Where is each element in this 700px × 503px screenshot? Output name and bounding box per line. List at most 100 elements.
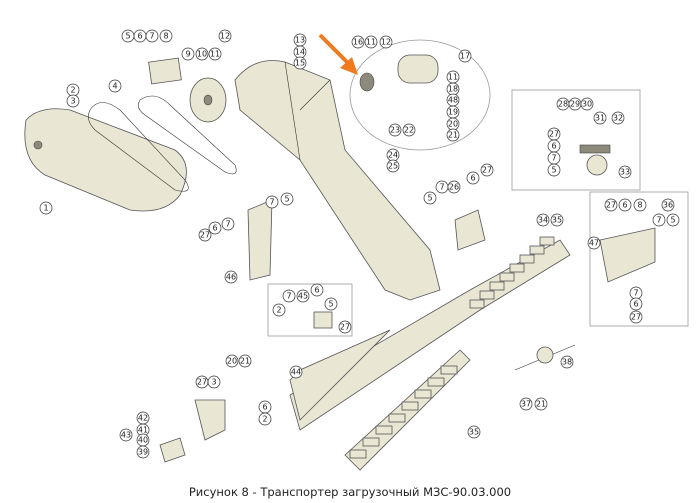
callout-11: 11 [364,35,378,49]
callout-43: 43 [119,428,133,442]
callout-15: 15 [293,56,307,70]
callout-1: 1 [39,201,53,215]
svg-text:7: 7 [269,198,274,207]
callout-12: 12 [218,29,232,43]
side-plate [454,209,486,251]
svg-text:36: 36 [663,201,673,210]
svg-text:33: 33 [620,168,630,177]
svg-text:22: 22 [404,126,414,135]
svg-text:13: 13 [295,36,305,45]
callout-12: 12 [379,35,393,49]
svg-text:27: 27 [606,201,616,210]
callout-8: 8 [633,198,647,212]
callout-17: 17 [458,49,472,63]
flight [401,401,419,411]
detail-frame-bracket [589,191,689,327]
svg-text:31: 31 [595,114,605,123]
callout-9: 9 [181,47,195,61]
svg-text:7: 7 [149,32,154,41]
svg-text:7: 7 [286,292,291,301]
callout-6: 6 [547,139,561,153]
callout-7: 7 [282,289,296,303]
callout-6: 6 [310,283,324,297]
callout-32: 32 [611,111,625,125]
side-plate [247,199,273,281]
svg-text:6: 6 [470,174,475,183]
figure-caption: Рисунок 8 - Транспортер загрузочный МЗС-… [188,485,512,499]
callout-26: 26 [447,180,461,194]
callout-3: 3 [207,375,221,389]
callout-46: 46 [224,270,238,284]
svg-text:25: 25 [388,162,398,171]
svg-text:5: 5 [551,166,556,175]
detail-frame-caster [511,89,641,191]
callout-35: 35 [467,425,481,439]
callout-8: 8 [159,29,173,43]
svg-text:2: 2 [276,306,281,315]
callout-36: 36 [661,198,675,212]
callout-37: 37 [519,397,533,411]
svg-text:6: 6 [551,142,556,151]
svg-text:42: 42 [138,414,148,423]
callout-11: 11 [446,70,460,84]
svg-text:37: 37 [521,400,531,409]
svg-text:38: 38 [562,358,572,367]
callout-6: 6 [618,198,632,212]
callout-27: 27 [195,375,209,389]
svg-text:3: 3 [211,378,216,387]
svg-text:6: 6 [314,286,319,295]
svg-text:43: 43 [121,431,131,440]
plate [148,57,182,85]
callout-5: 5 [423,191,437,205]
callout-21: 21 [534,397,548,411]
svg-text:10: 10 [197,50,207,59]
callout-14: 14 [293,45,307,59]
callout-21: 21 [446,128,460,142]
svg-text:8: 8 [637,201,642,210]
svg-text:27: 27 [200,231,210,240]
callout-16: 16 [351,35,365,49]
callout-7: 7 [629,286,643,300]
svg-text:21: 21 [536,400,546,409]
callout-7: 7 [435,180,449,194]
svg-text:26: 26 [449,183,459,192]
flight [489,281,505,291]
callout-7: 7 [221,217,235,231]
svg-text:32: 32 [613,114,623,123]
callout-19: 19 [446,105,460,119]
callout-21: 21 [238,354,252,368]
svg-text:6: 6 [633,300,638,309]
callout-5: 5 [666,213,680,227]
guard-cover [24,108,187,212]
svg-text:19: 19 [448,108,458,117]
callout-34: 34 [536,213,550,227]
svg-text:7: 7 [633,289,638,298]
flight [427,377,445,387]
callout-22: 22 [402,123,416,137]
motor-pulley [359,72,375,92]
flight [388,413,406,423]
elevator-housing [234,60,441,301]
callout-27: 27 [480,163,494,177]
svg-text:7: 7 [551,154,556,163]
svg-text:24: 24 [388,151,398,160]
flight [479,290,495,300]
svg-text:29: 29 [570,100,580,109]
svg-text:47: 47 [589,239,599,248]
callout-7: 7 [145,29,159,43]
svg-text:7: 7 [225,220,230,229]
svg-text:8: 8 [163,32,168,41]
flight [539,236,555,246]
svg-text:7: 7 [656,216,661,225]
svg-text:27: 27 [482,166,492,175]
callout-40: 40 [136,433,150,447]
svg-text:5: 5 [427,194,432,203]
svg-text:21: 21 [240,357,250,366]
callout-28: 28 [556,97,570,111]
callout-29: 29 [568,97,582,111]
svg-text:34: 34 [538,216,548,225]
svg-text:5: 5 [125,32,130,41]
svg-text:27: 27 [631,313,641,322]
svg-text:18: 18 [448,85,458,94]
svg-text:16: 16 [353,38,363,47]
